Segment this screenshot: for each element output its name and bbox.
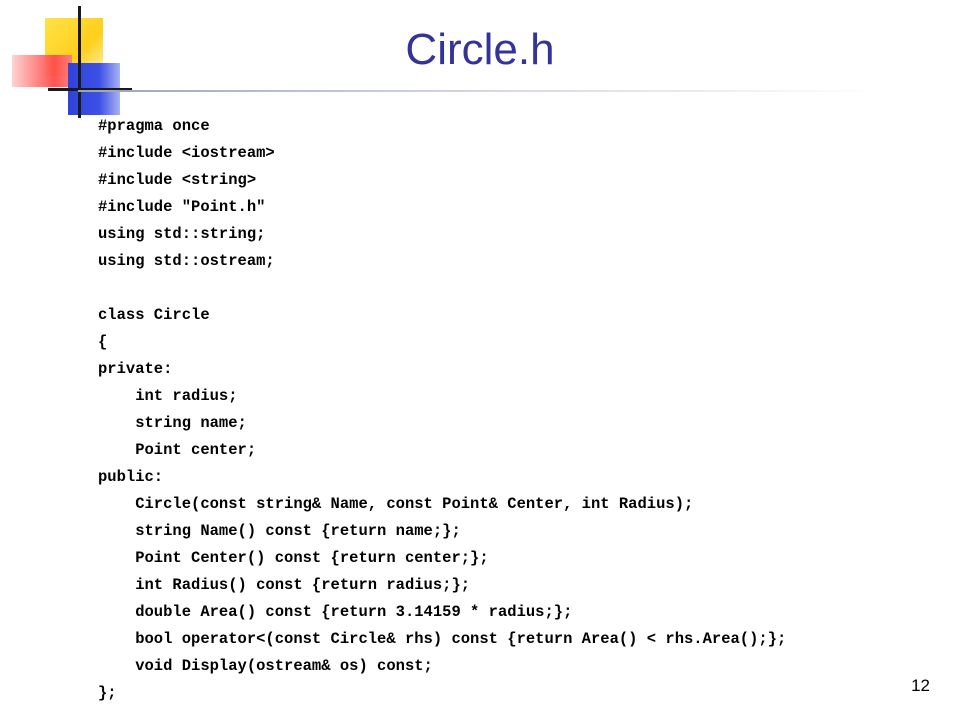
- code-line: string Name() const {return name;};: [98, 522, 461, 540]
- slide-logo: [0, 0, 140, 125]
- code-line: void Display(ostream& os) const;: [98, 657, 433, 675]
- code-line: bool operator<(const Circle& rhs) const …: [98, 630, 787, 648]
- title-divider: [78, 90, 878, 92]
- logo-vertical-line: [78, 6, 81, 118]
- code-line: #include "Point.h": [98, 198, 266, 216]
- code-line: int Radius() const {return radius;};: [98, 576, 471, 594]
- code-line: {: [98, 333, 108, 351]
- code-line: };: [98, 684, 117, 702]
- slide-title: Circle.h: [405, 25, 555, 74]
- code-line: using std::ostream;: [98, 252, 275, 270]
- code-line: public:: [98, 468, 164, 486]
- logo-red-bar: [12, 55, 72, 87]
- code-line: int radius;: [98, 387, 238, 405]
- page-number: 12: [911, 676, 930, 695]
- code-line: #include <iostream>: [98, 144, 275, 162]
- logo-horizontal-line: [48, 88, 132, 91]
- code-line: #include <string>: [98, 171, 257, 189]
- code-line: Circle(const string& Name, const Point& …: [98, 495, 694, 513]
- code-line: string name;: [98, 414, 247, 432]
- code-line: Point Center() const {return center;};: [98, 549, 489, 567]
- code-line: private:: [98, 360, 173, 378]
- code-line: class Circle: [98, 306, 210, 324]
- code-block: #pragma once #include <iostream> #includ…: [98, 113, 786, 707]
- code-line: using std::string;: [98, 225, 266, 243]
- code-line: Point center;: [98, 441, 257, 459]
- code-line: #pragma once: [98, 117, 210, 135]
- code-line: [98, 275, 786, 302]
- code-line: double Area() const {return 3.14159 * ra…: [98, 603, 573, 621]
